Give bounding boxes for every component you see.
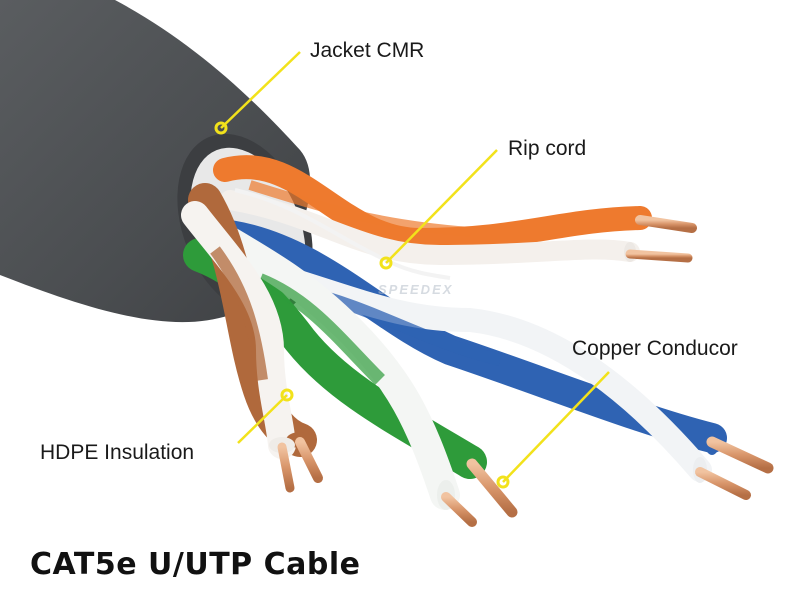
callout-dot-hdpe	[280, 388, 294, 402]
callout-line-copper	[502, 371, 610, 483]
copper-wire	[466, 458, 518, 518]
orange-pair	[213, 155, 652, 266]
rip-cord	[234, 188, 451, 280]
callout-dot-rip-cord	[379, 256, 393, 270]
copper-wire	[277, 442, 295, 493]
copper-wire	[695, 467, 751, 500]
callout-line-rip-cord	[385, 149, 498, 264]
callout-dot-jacket	[214, 121, 228, 135]
label-jacket: Jacket CMR	[310, 39, 425, 62]
callout-dot-copper	[496, 475, 510, 489]
brown-pair	[181, 183, 317, 459]
label-rip-cord: Rip cord	[508, 137, 587, 160]
watermark-logo: SPEEDEX	[378, 282, 454, 297]
diagram-title: CAT5e U/UTP Cable	[30, 547, 361, 582]
blue-pair	[215, 220, 727, 483]
copper-wire	[295, 437, 323, 483]
copper-conductors	[277, 215, 774, 527]
callout-line-jacket	[220, 51, 301, 129]
copper-wire	[706, 436, 774, 474]
copper-wire	[635, 215, 697, 233]
callouts	[214, 51, 610, 489]
callout-line-hdpe	[237, 394, 288, 444]
copper-wire	[441, 492, 477, 527]
label-hdpe-insulation: HDPE Insulation	[40, 441, 195, 464]
copper-wire	[625, 249, 693, 263]
label-copper-conductor: Copper Conducor	[572, 337, 738, 360]
